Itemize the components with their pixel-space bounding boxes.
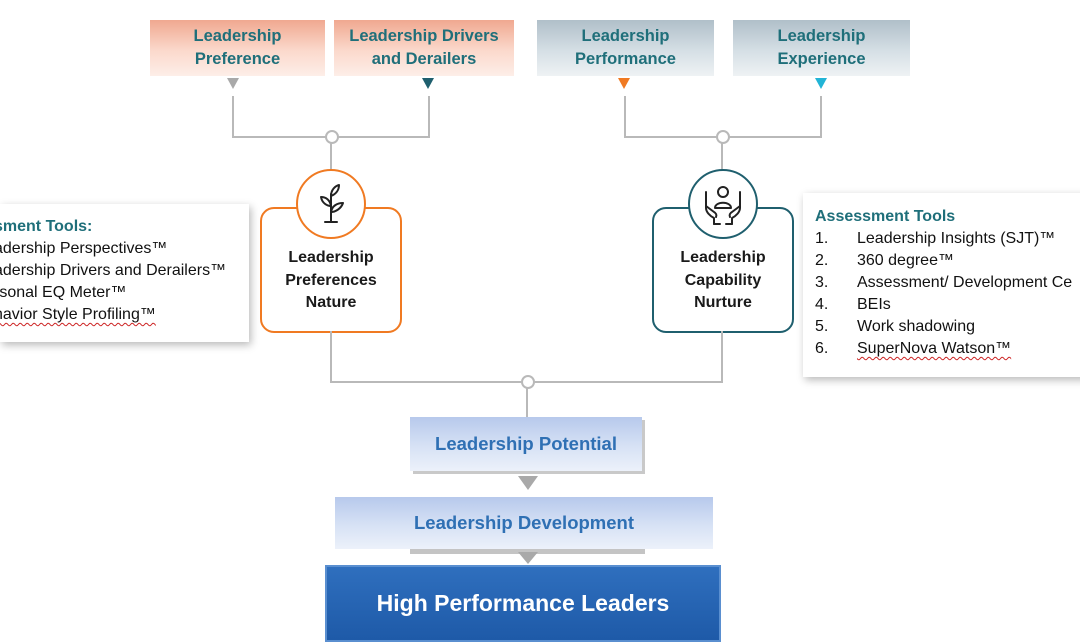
connector-line: [624, 96, 626, 137]
item-text: SuperNova Watson™: [857, 340, 1012, 357]
item-text: Work shadowing: [857, 318, 975, 335]
leadership-potential-label: Leadership Potential: [435, 433, 617, 454]
junction-dot: [716, 130, 730, 144]
connector-line: [428, 96, 430, 137]
right-tools-item-2: 2. 360 degree™: [815, 250, 1072, 272]
leadership-development-label: Leadership Development: [413, 512, 634, 533]
item-text: Leadership Insights (SJT)™: [857, 230, 1056, 247]
box-leadership-potential: Leadership Potential: [410, 417, 642, 471]
arrow-down-icon: [518, 552, 538, 564]
arrow-experience-icon: [815, 78, 827, 89]
left-tools-item: havior Style Profiling™: [0, 306, 156, 323]
box-leadership-experience: Leadership Experience: [733, 20, 910, 76]
right-assessment-tools: Assessment Tools 1. Leadership Insights (…: [803, 193, 1080, 377]
right-tools-item-4: 4. BEIs: [815, 294, 1072, 316]
card-nurture-line1: Leadership: [680, 249, 766, 267]
card-nature-line2: Preferences: [285, 271, 377, 289]
item-number: 1.: [815, 230, 829, 247]
right-tools-title: Assessment Tools: [815, 208, 956, 225]
box-leadership-drivers-label: Leadership Drivers and Derailers: [349, 27, 499, 68]
left-tools-title: sment Tools:: [0, 218, 93, 235]
arrow-preference-icon: [227, 78, 239, 89]
card-nature-text: Leadership Preferences Nature: [285, 247, 377, 315]
card-nature-line1: Leadership: [288, 249, 374, 267]
right-tools-item-1: 1. Leadership Insights (SJT)™: [815, 228, 1072, 250]
card-nature-line3: Nature: [305, 294, 357, 312]
connector-line: [330, 331, 332, 382]
item-number: 3.: [815, 274, 829, 291]
box-leadership-performance-label: Leadership Performance: [575, 27, 676, 68]
item-text: BEIs: [857, 296, 891, 313]
right-tools-item-6: 6. SuperNova Watson™: [815, 338, 1072, 360]
box-high-performance-leaders: High Performance Leaders: [325, 565, 721, 642]
connector-line: [721, 137, 723, 175]
card-nurture-line3: Nurture: [694, 294, 752, 312]
box-leadership-drivers: Leadership Drivers and Derailers: [334, 20, 514, 76]
item-number: 6.: [815, 340, 829, 357]
arrow-drivers-icon: [422, 78, 434, 89]
item-number: 4.: [815, 296, 829, 313]
left-tools-item: rsonal EQ Meter™: [0, 284, 127, 301]
connector-line: [330, 137, 332, 175]
left-tools-item: adership Drivers and Derailers™: [0, 262, 227, 279]
box-leadership-preference-label: Leadership Preference: [193, 27, 282, 68]
arrow-down-icon: [518, 476, 538, 490]
junction-dot: [521, 375, 535, 389]
item-number: 5.: [815, 318, 829, 335]
card-nurture-line2: Capability: [684, 271, 762, 289]
connector-line: [820, 96, 822, 137]
box-leadership-development: Leadership Development: [335, 497, 713, 549]
high-performance-leaders-label: High Performance Leaders: [376, 590, 670, 616]
arrow-performance-icon: [618, 78, 630, 89]
plant-icon: [296, 169, 366, 239]
connector-line: [721, 331, 723, 382]
right-tools-item-3: 3. Assessment/ Development Ce: [815, 272, 1072, 294]
connector-line: [526, 382, 528, 418]
hands-person-icon: [688, 169, 758, 239]
box-leadership-preference: Leadership Preference: [150, 20, 325, 76]
box-leadership-experience-label: Leadership Experience: [777, 27, 866, 68]
item-text: 360 degree™: [857, 252, 954, 269]
left-tools-item: adership Perspectives™: [0, 240, 168, 257]
right-tools-item-5: 5. Work shadowing: [815, 316, 1072, 338]
left-assessment-tools: sment Tools: adership Perspectives™ ader…: [0, 204, 249, 342]
item-text: Assessment/ Development Ce: [857, 274, 1073, 291]
junction-dot: [325, 130, 339, 144]
connector-line: [232, 96, 234, 137]
card-nurture-text: Leadership Capability Nurture: [680, 247, 765, 315]
box-leadership-performance: Leadership Performance: [537, 20, 714, 76]
item-number: 2.: [815, 252, 829, 269]
